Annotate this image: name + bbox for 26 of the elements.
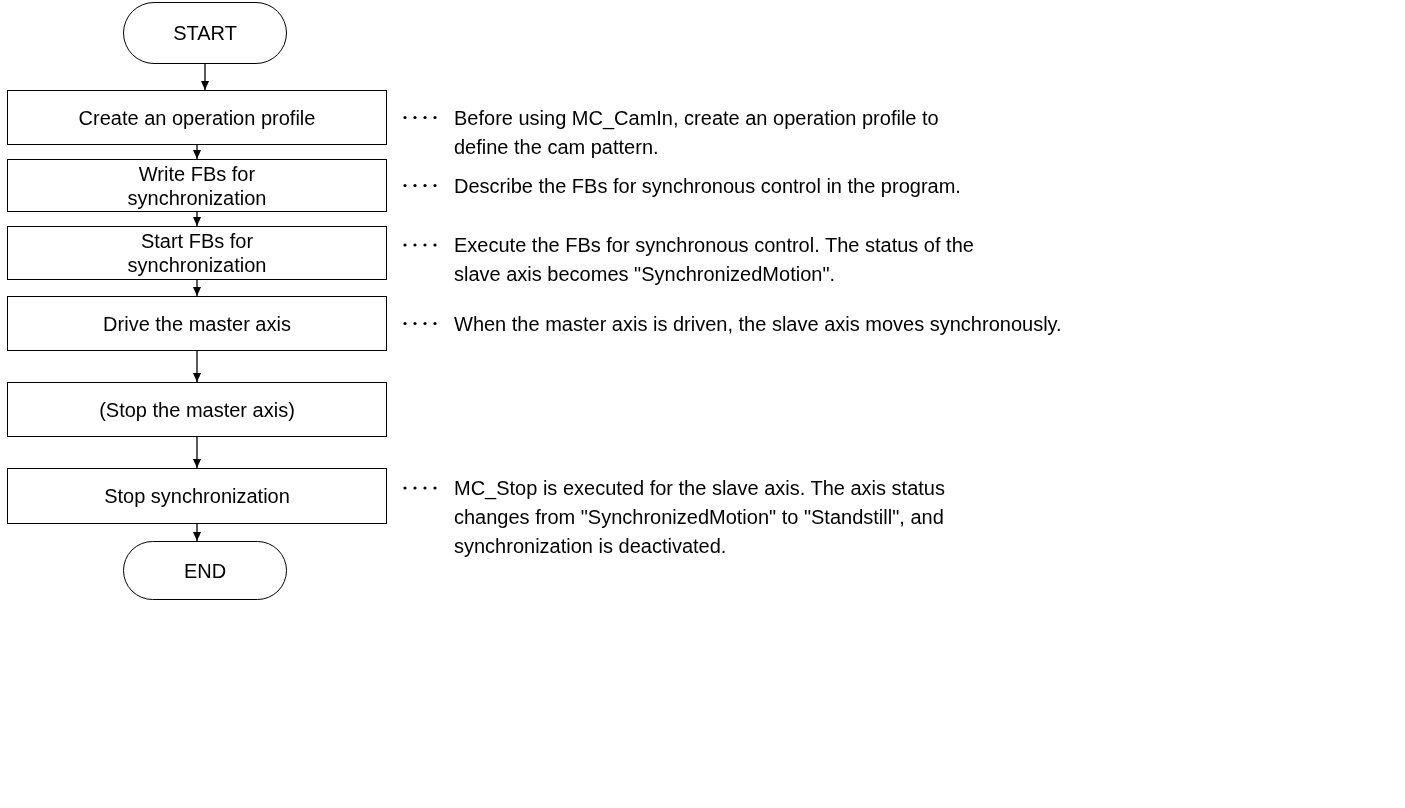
process-box: [7, 159, 387, 212]
step-label: Drive the master axis: [103, 311, 291, 336]
arrow: [193, 211, 201, 227]
step-label: Write FBs for synchronization: [126, 161, 268, 210]
step-label: Start FBs for synchronization: [126, 229, 268, 277]
arrow: [193, 350, 201, 383]
arrow: [193, 436, 201, 469]
step-label: Stop synchronization: [104, 484, 290, 508]
process-box: [7, 382, 387, 437]
step-label: Create an operation profile: [78, 105, 316, 130]
arrow: [193, 279, 201, 297]
arrow: [201, 63, 209, 91]
arrow: [193, 144, 201, 160]
step-label: (Stop the master axis): [99, 397, 295, 422]
process-box: [7, 226, 387, 280]
step-label: START: [173, 21, 237, 45]
process-box: [7, 90, 387, 145]
arrow: [193, 523, 201, 542]
step-label: END: [183, 558, 227, 583]
step-description: Execute the FBs for synchronous control. The status of the slave axis becomes "SynchronizedMotion".: [454, 233, 974, 287]
step-description: When the master axis is driven, the slave axis moves synchronously.: [454, 311, 1063, 337]
step-description: Before using MC_CamIn, create an operation profile to define the cam pattern.: [454, 105, 940, 160]
process-box: [7, 468, 387, 524]
step-description: MC_Stop is executed for the slave axis. The axis status changes from "SynchronizedMotion" to "Standstill", and synchronization is deactivated.: [454, 476, 946, 559]
process-box: [7, 296, 387, 351]
step-description: Describe the FBs for synchronous control in the program.: [454, 173, 962, 199]
